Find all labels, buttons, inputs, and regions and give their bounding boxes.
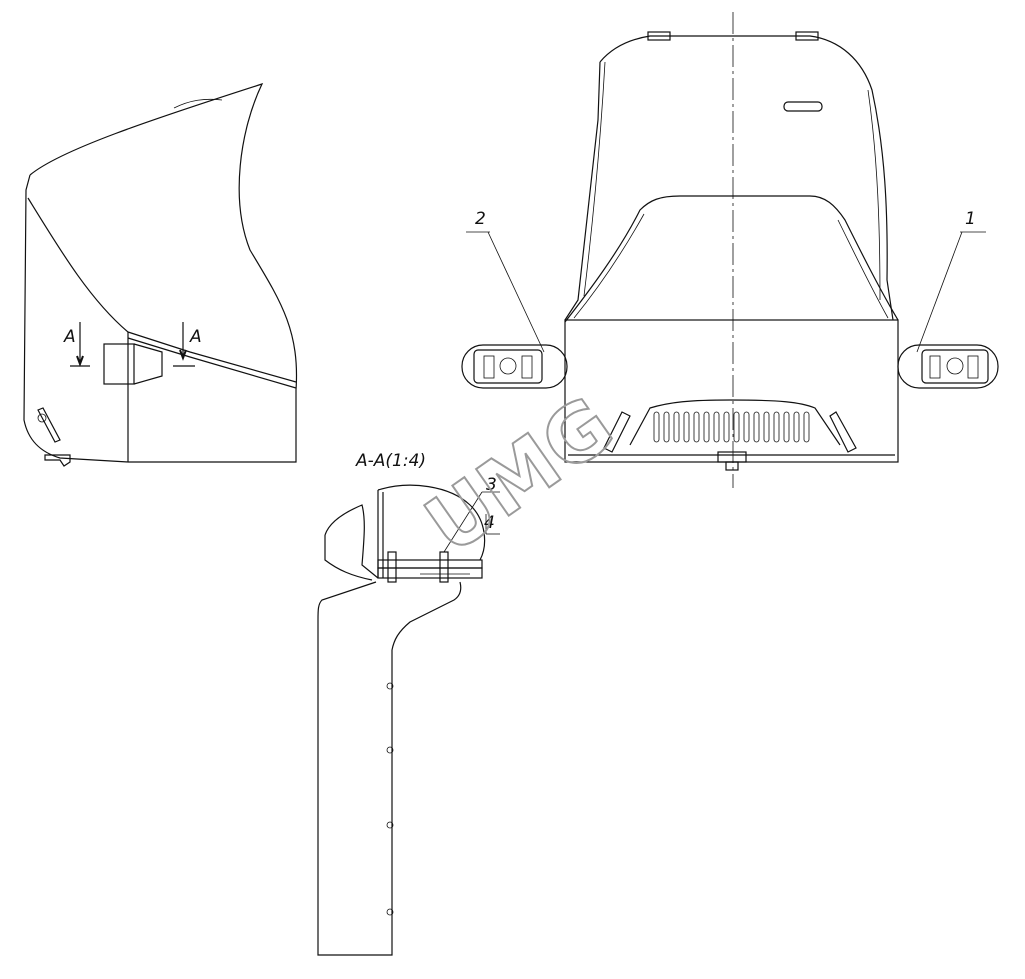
watermark-text: UMG: [410, 380, 630, 571]
section-marker-left: A: [63, 327, 76, 347]
section-marker-right: A: [189, 327, 202, 347]
callout-part-1: 1: [965, 209, 976, 229]
section-title: A-A(1:4): [355, 451, 426, 471]
side-view: A A: [23, 83, 298, 467]
callout-part-3: 3: [486, 475, 497, 495]
callout-part-2: 2: [475, 209, 486, 229]
front-view: 2 1: [461, 12, 999, 488]
watermark-logo: UMG: [409, 379, 631, 572]
section-view: A-A(1:4) 3 4: [317, 451, 500, 956]
grille-slots: [653, 411, 810, 443]
callout-part-4: 4: [484, 513, 495, 533]
